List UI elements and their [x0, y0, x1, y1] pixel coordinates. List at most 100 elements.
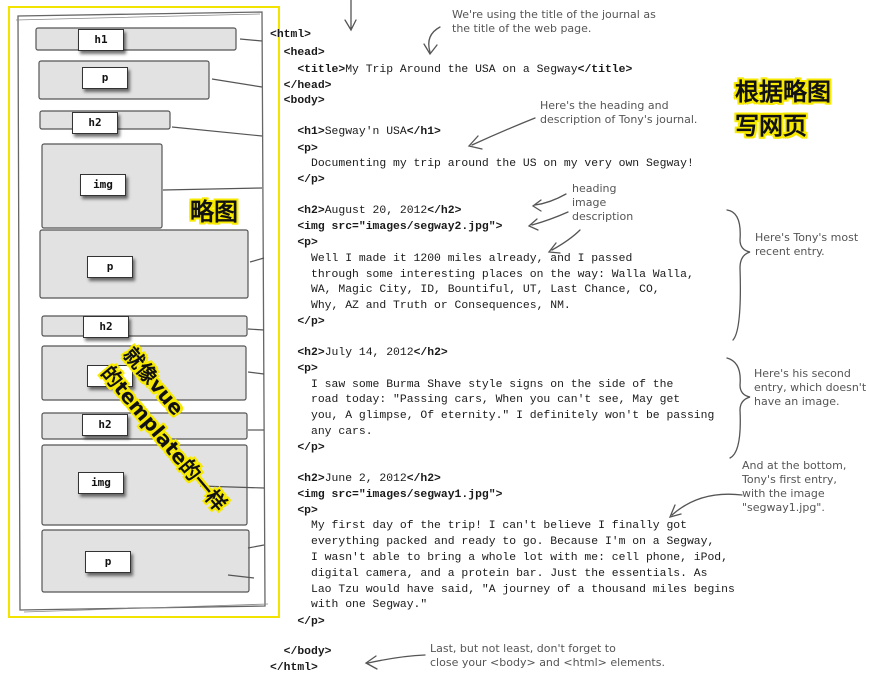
code-text: everything packed and ready to go. Becau…: [311, 536, 715, 548]
second-entry-note: Here's his second entry, which doesn't h…: [754, 367, 867, 408]
code-tag: <p>: [297, 237, 318, 249]
code-text: I saw some Burma Shave style signs on th…: [311, 379, 674, 391]
code-line: <p>: [270, 142, 318, 156]
code-line: <img src="images/segway1.jpg">: [270, 488, 502, 502]
connector-line: [247, 371, 265, 375]
code-line: </p>: [270, 615, 325, 629]
sketch-box: [39, 229, 249, 299]
code-line: WA, Magic City, ID, Bountiful, UT, Last …: [270, 283, 660, 297]
code-tag: <title>: [297, 64, 346, 76]
code-line: <h2>June 2, 2012</h2>: [270, 472, 441, 486]
recent-entry-note: Here's Tony's most recent entry.: [755, 231, 859, 258]
code-text: through some interesting places on the w…: [311, 269, 694, 281]
code-line: </p>: [270, 441, 325, 455]
title-note: We're using the title of the journal as …: [452, 8, 656, 35]
code-text: Documenting my trip around the US on my …: [311, 158, 694, 170]
code-line: My first day of the trip! I can't believ…: [270, 519, 687, 533]
code-tag: </p>: [297, 442, 325, 454]
sketch-tag-p: p: [82, 67, 128, 89]
code-line: <h2>July 14, 2012</h2>: [270, 346, 448, 360]
code-line: Lao Tzu would have said, "A journey of a…: [270, 583, 735, 597]
code-line: <h1>Segway'n USA</h1>: [270, 125, 441, 139]
connector-line: [227, 574, 255, 579]
code-text: digital camera, and a protein bar. Just …: [311, 568, 708, 580]
code-line: <title>My Trip Around the USA on a Segwa…: [270, 63, 632, 77]
sketch-tag-h1: h1: [78, 29, 124, 51]
connector-line: [211, 78, 263, 88]
code-tag: <p>: [297, 363, 318, 375]
code-tag: </p>: [297, 174, 325, 186]
code-line: <body>: [270, 94, 325, 108]
code-text: June 2, 2012: [324, 473, 407, 485]
code-text: I wasn't able to bring a whole lot with …: [311, 552, 728, 564]
code-tag: <img src="images/segway2.jpg">: [297, 221, 503, 233]
code-text: WA, Magic City, ID, Bountiful, UT, Last …: [311, 284, 660, 296]
code-line: Why, AZ and Truth or Consequences, NM.: [270, 299, 571, 313]
code-line: any cars.: [270, 425, 373, 439]
description-label-arrow: [547, 229, 581, 254]
code-line: Well I made it 1200 miles already, and I…: [270, 252, 632, 266]
connector-line: [249, 257, 265, 263]
code-tag: </h2>: [413, 347, 448, 359]
code-text: you, A glimpse, Of eternity." I definite…: [311, 410, 715, 422]
code-tag: </p>: [297, 616, 325, 628]
code-tag: <body>: [283, 95, 325, 107]
sketch-tag-p: p: [87, 256, 133, 278]
sketch-tag-img: img: [80, 174, 126, 196]
code-line: I saw some Burma Shave style signs on th…: [270, 378, 673, 392]
html-code-listing: <html> <head> <title>My Trip Around the …: [270, 0, 740, 680]
heading-arrow: [467, 117, 536, 150]
sketch-callout: 略图: [190, 198, 238, 226]
code-tag: </body>: [283, 646, 332, 658]
code-tag: <h2>: [297, 473, 325, 485]
first-entry-arrow: [668, 493, 743, 518]
code-line: road today: "Passing cars, When you can'…: [270, 393, 680, 407]
code-line: <h2>August 20, 2012</h2>: [270, 204, 461, 218]
code-line: </head>: [270, 79, 332, 93]
code-tag: <head>: [283, 47, 325, 59]
code-line: I wasn't able to bring a whole lot with …: [270, 551, 728, 565]
code-tag: <img src="images/segway1.jpg">: [297, 489, 503, 501]
code-tag: <html>: [270, 29, 312, 41]
title-arrow: [423, 26, 441, 56]
connector-line: [247, 328, 265, 331]
page-outline-sketch: [15, 13, 269, 613]
code-line: </body>: [270, 645, 332, 659]
top-arrow: [344, 0, 357, 32]
code-line: <p>: [270, 504, 318, 518]
code-tag: </h1>: [406, 126, 441, 138]
code-text: Segway'n USA: [324, 126, 407, 138]
code-tag: </p>: [297, 316, 325, 328]
sketch-box: [41, 444, 248, 526]
code-line: </p>: [270, 173, 325, 187]
code-line: everything packed and ready to go. Becau…: [270, 535, 714, 549]
sketch-tag-p: p: [87, 365, 133, 387]
sketch-box: [41, 529, 250, 593]
element-labels-note: heading image description: [572, 182, 634, 223]
connector-line: [162, 187, 263, 191]
code-tag: </head>: [283, 80, 332, 92]
code-line: with one Segway.": [270, 598, 427, 612]
code-line: <p>: [270, 236, 318, 250]
sketch-tag-p: p: [85, 551, 131, 573]
code-tag: <p>: [297, 505, 318, 517]
code-line: </p>: [270, 315, 325, 329]
code-tag: <h2>: [297, 347, 325, 359]
code-line: <p>: [270, 362, 318, 376]
code-text: road today: "Passing cars, When you can'…: [311, 394, 681, 406]
code-tag: </html>: [270, 662, 318, 674]
image-label-arrow: [527, 211, 569, 231]
code-tag: <h2>: [297, 205, 325, 217]
sketch-panel: [8, 6, 280, 618]
sketch-tag-h2: h2: [82, 414, 128, 436]
sketch-tag-h2: h2: [83, 316, 129, 338]
code-tag: <p>: [297, 143, 318, 155]
closing-note: Last, but not least, don't forget to clo…: [430, 642, 665, 669]
sketch-tag-img: img: [78, 472, 124, 494]
connector-line: [171, 126, 263, 137]
code-text: any cars.: [311, 426, 373, 438]
connector-line: [239, 38, 263, 42]
code-line: Documenting my trip around the US on my …: [270, 157, 694, 171]
closing-arrow: [364, 654, 426, 670]
